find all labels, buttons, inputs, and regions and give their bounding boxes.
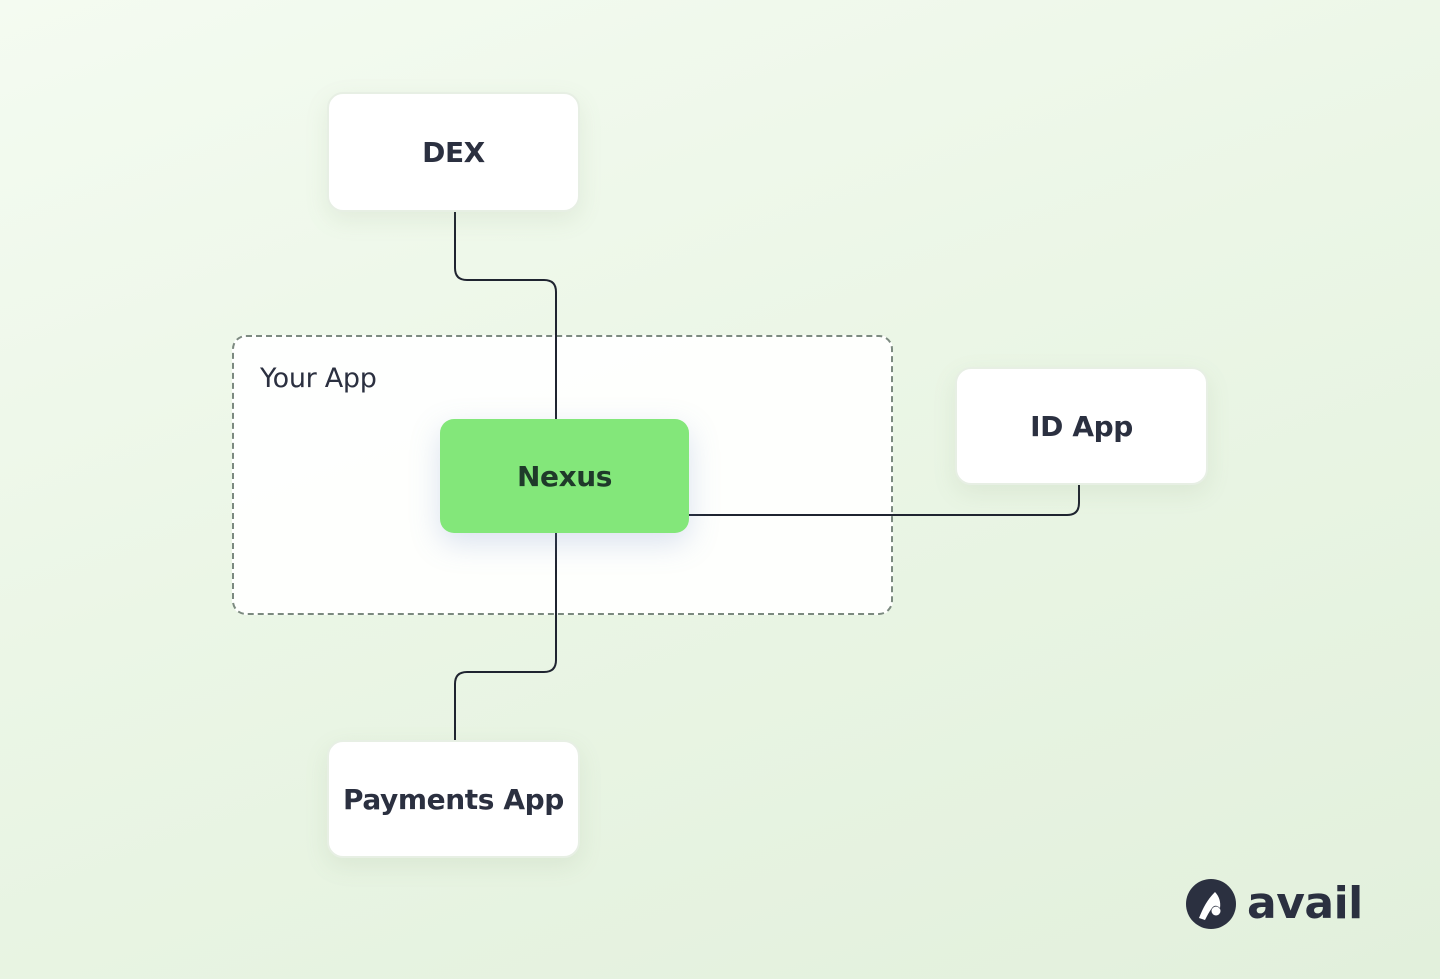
payments-app-node: Payments App xyxy=(327,740,580,858)
avail-logo-icon xyxy=(1186,879,1236,929)
dex-node: DEX xyxy=(327,92,580,212)
avail-brand: avail xyxy=(1185,876,1363,932)
nexus-node: Nexus xyxy=(440,419,689,533)
your-app-label: Your App xyxy=(260,363,377,394)
nexus-node-label: Nexus xyxy=(516,459,613,493)
avail-wordmark: avail xyxy=(1247,878,1363,929)
dex-node-label: DEX xyxy=(422,135,485,169)
payments-app-node-label: Payments App xyxy=(343,782,564,816)
id-app-node-label: ID App xyxy=(1030,409,1133,443)
id-app-node: ID App xyxy=(955,367,1208,485)
